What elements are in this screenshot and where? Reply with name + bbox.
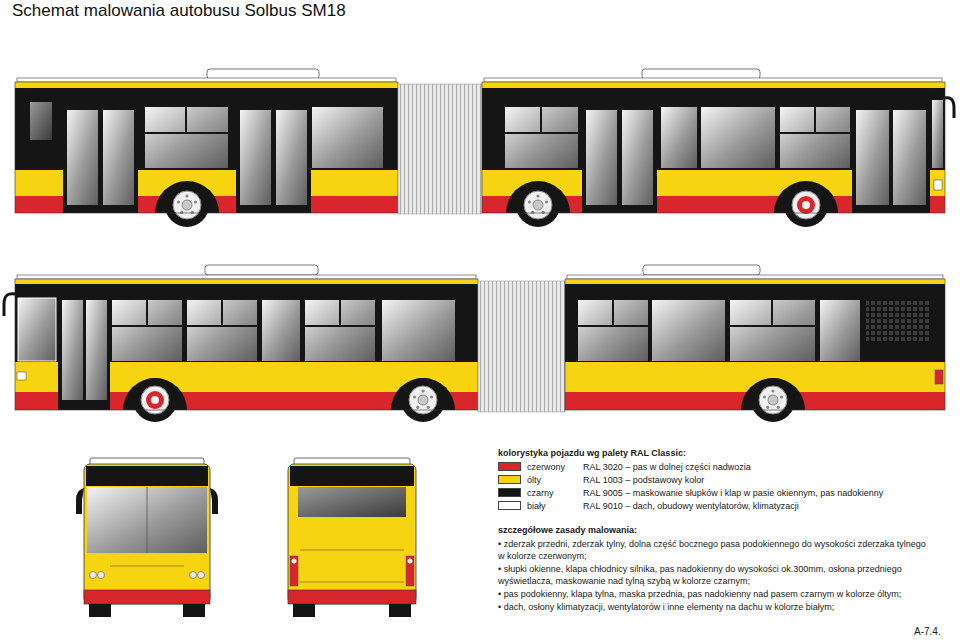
rules-heading: szczegółowe zasady malowania: (498, 524, 637, 536)
bus-side-left (4, 265, 945, 422)
color-swatch (498, 501, 521, 510)
color-swatch (498, 488, 521, 497)
color-description: RAL 9005 – maskowanie słupków i klap w p… (583, 487, 883, 499)
page-title: Schemat malowania autobusu Solbus SM18 (12, 1, 346, 21)
page-code: A-7.4. (914, 626, 941, 638)
color-description: RAL 1003 – podstawowy kolor (583, 474, 704, 486)
bus-rear-view (288, 458, 416, 617)
rule-item: • zderzak przedni, zderzak tylny, dolna … (498, 538, 934, 562)
bus-front-view (76, 458, 218, 617)
bus-side-right (15, 69, 954, 227)
color-name: czerwony (527, 461, 565, 473)
color-name: ólty (527, 474, 541, 486)
color-swatch (498, 462, 521, 471)
color-swatch (498, 475, 521, 484)
legend-heading: kolorystyka pojazdu wg palety RAL Classi… (498, 447, 686, 459)
color-name: biały (527, 500, 546, 512)
color-description: RAL 9010 – dach, obudowy wentylatorów, k… (583, 500, 799, 512)
rule-item: • pas podokienny, klapa tylna, maska prz… (498, 588, 934, 600)
color-name: czarny (527, 487, 554, 499)
rule-item: • dach, osłony klimatyzacji, wentylatoró… (498, 601, 934, 613)
color-description: RAL 3020 – pas w dolnej części nadwozia (583, 461, 751, 473)
rule-item: • słupki okienne, klapa chłodnicy silnik… (498, 563, 934, 587)
